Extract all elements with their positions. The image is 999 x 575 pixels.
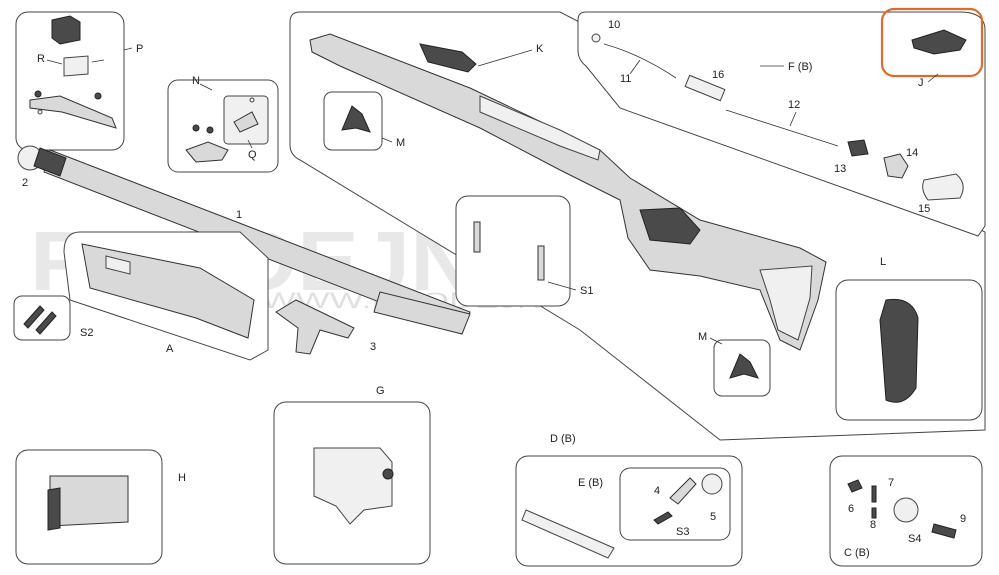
label-12: 12: [788, 99, 800, 111]
label-1: 1: [236, 209, 242, 221]
box-l-recoil-pad: [835, 279, 983, 421]
label-9: 9: [960, 513, 966, 525]
label-10: 10: [608, 19, 620, 31]
label-s4: S4: [908, 533, 921, 545]
box-d-bolt-parts: [515, 455, 743, 567]
label-m-top: M: [396, 137, 405, 149]
part-j-icon: [911, 29, 967, 55]
rifle-barrel-icon: [17, 145, 471, 335]
label-2: 2: [22, 177, 28, 189]
label-7: 7: [888, 477, 894, 489]
label-5: 5: [710, 511, 716, 523]
box-c-bolt-head: [829, 455, 983, 567]
part-10: [591, 33, 601, 43]
label-13: 13: [834, 163, 846, 175]
part-16: [684, 74, 726, 102]
scope-base-part: [419, 43, 477, 73]
label-j: J: [918, 77, 924, 89]
spring-11: [603, 43, 677, 79]
label-d-b: D (B): [550, 433, 576, 445]
label-h: H: [178, 472, 186, 484]
label-3: 3: [370, 341, 376, 353]
box-a-receiver: [63, 231, 269, 361]
label-a: A: [166, 343, 174, 355]
trigger-guard-part-3: [275, 299, 355, 355]
bolt-body-15: [922, 173, 964, 201]
label-q: Q: [248, 149, 257, 161]
box-s1-screws: [455, 195, 571, 307]
label-k: K: [536, 43, 544, 55]
label-14: 14: [906, 147, 918, 159]
trigger-assembly-icon: [273, 401, 431, 565]
box-m-bottom: [713, 339, 771, 397]
label-8: 8: [870, 519, 876, 531]
label-f-b: F (B): [788, 61, 812, 73]
label-l: L: [880, 256, 886, 268]
label-g: G: [376, 385, 385, 397]
part-13: [847, 139, 869, 157]
label-m-bottom: M: [698, 331, 707, 343]
label-4: 4: [654, 485, 660, 497]
label-15: 15: [918, 203, 930, 215]
box-s2-screws: [13, 295, 71, 341]
label-s1: S1: [580, 285, 593, 297]
label-p: P: [136, 43, 143, 55]
box-p-rear-sight: [15, 11, 125, 151]
label-s3: S3: [676, 526, 689, 538]
box-n-front-sight: [167, 79, 279, 173]
label-16: 16: [712, 69, 724, 81]
firing-pin-12: [725, 109, 839, 147]
label-n: N: [192, 75, 200, 87]
label-r: R: [37, 53, 45, 65]
label-e-b: E (B): [578, 477, 603, 489]
label-s2: S2: [80, 327, 93, 339]
label-6: 6: [848, 503, 854, 515]
magazine-icon: [15, 449, 163, 565]
part-j-highlight: [880, 7, 984, 78]
rifle-stock-icon: [309, 33, 827, 351]
part-14: [883, 153, 909, 179]
label-c-b: C (B): [844, 547, 870, 559]
label-11: 11: [620, 73, 631, 85]
box-m-top: [323, 91, 383, 151]
